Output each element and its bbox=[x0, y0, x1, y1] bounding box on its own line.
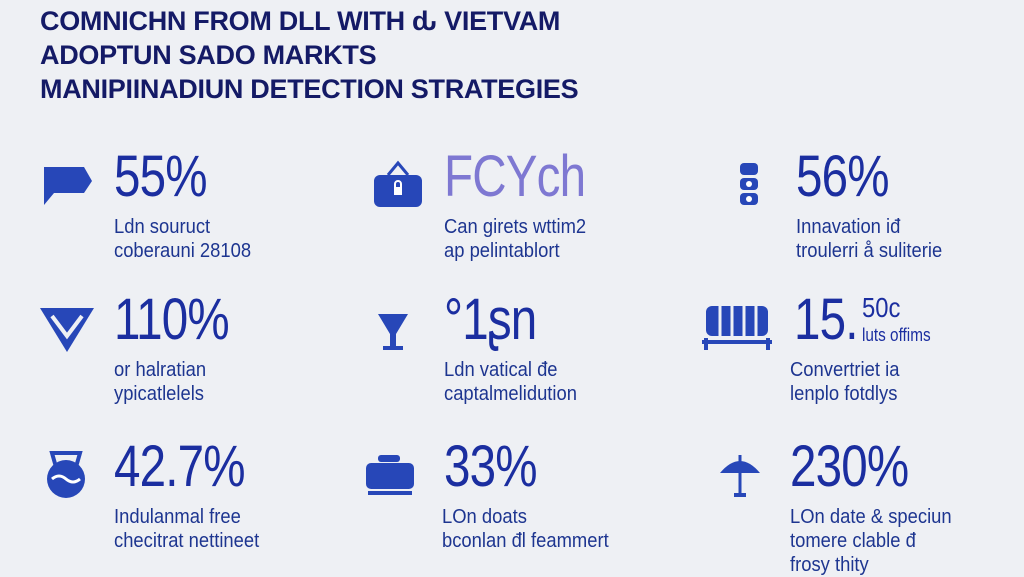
server-icon bbox=[722, 159, 778, 209]
stat-value: °1ʂn bbox=[444, 287, 537, 352]
flag-icon bbox=[40, 159, 96, 209]
stat-value: 55% bbox=[114, 144, 208, 209]
chevron-shield-icon bbox=[40, 302, 96, 352]
goblet-icon bbox=[370, 302, 426, 352]
stat-value-superscript: 50c bbox=[862, 292, 901, 323]
lock-bag-icon bbox=[370, 159, 426, 209]
briefcase-icon bbox=[362, 449, 418, 499]
stat-value: 15. bbox=[794, 287, 858, 352]
umbrella-icon bbox=[714, 449, 770, 499]
helmet-icon bbox=[40, 449, 96, 499]
stat-value-subscript: luts offims bbox=[862, 325, 931, 345]
stat-value: 33% bbox=[444, 434, 538, 499]
stat-value: FCYch bbox=[444, 144, 586, 209]
stat-value: 42.7% bbox=[114, 434, 246, 499]
barrier-icon bbox=[700, 302, 774, 352]
page-title: COMNICHN FROM DLL WITH ԃ VIETVAM ADOPTUN… bbox=[40, 4, 579, 106]
title-line: COMNICHN FROM DLL WITH ԃ VIETVAM bbox=[40, 6, 561, 36]
title-line: MANIPIINADIUN DETECTION STRATEGIES bbox=[40, 74, 579, 104]
title-line: ADOPTUN SADO MARKTS bbox=[40, 40, 377, 70]
stat-value: 110% bbox=[114, 287, 230, 352]
stat-value: 230% bbox=[790, 434, 909, 499]
stat-value: 56% bbox=[796, 144, 890, 209]
